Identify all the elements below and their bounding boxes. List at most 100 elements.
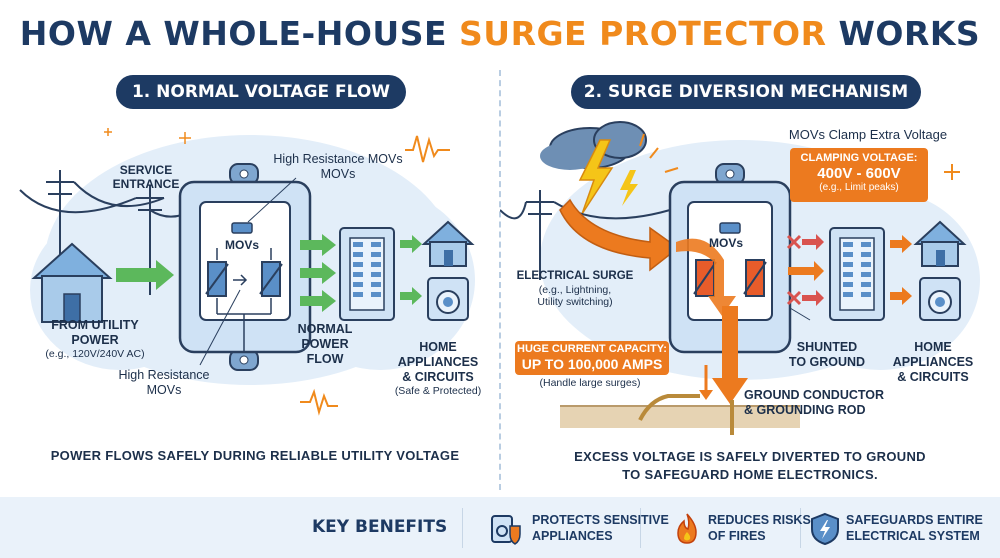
leader-lines (199, 177, 297, 366)
benefits-separator (462, 508, 463, 548)
capacity-arrow (699, 365, 713, 400)
flow-arrows-home-right (890, 235, 912, 305)
mov-blocks-clamping (693, 259, 767, 297)
surge-internal-arrow (676, 238, 736, 316)
mov-block-left (205, 261, 229, 297)
home-left-line-3: & CIRCUITS (402, 370, 474, 384)
home-icon (421, 220, 475, 267)
benefit-3-line-1: SAFEGUARDS ENTIRE (846, 513, 983, 527)
flow-arrow-in (116, 260, 174, 290)
from-utility-line-2: POWER (71, 333, 119, 347)
capacity-label: HUGE CURRENT CAPACITY: (517, 343, 667, 355)
appliance-shield-icon (491, 515, 521, 545)
ground-line-1: GROUND CONDUCTOR (744, 388, 885, 402)
storm-cloud-icon (540, 121, 647, 170)
fire-icon (677, 513, 697, 544)
benefit-2-line-2: OF FIRES (708, 528, 766, 543)
home-left-note: (Safe & Protected) (394, 385, 482, 397)
wave-icon (300, 388, 338, 416)
right-heading: 2. SURGE DIVERSION MECHANISM (571, 75, 921, 109)
house-icon (31, 242, 113, 323)
home-left-line-2: APPLIANCES (397, 355, 479, 369)
breaker-panel-icon (829, 227, 885, 321)
wave-icon (405, 135, 450, 163)
clamp-note: (e.g., Limit peaks) (819, 181, 899, 193)
circuit-wires (216, 248, 272, 352)
shunted-line-2: TO GROUND (788, 355, 866, 369)
mov-block-right (259, 261, 283, 297)
benefit-3-line-2: ELECTRICAL SYSTEM (846, 528, 980, 543)
service-entrance-line-2: ENTRANCE (112, 177, 180, 192)
capacity-value: UP TO 100,000 AMPS (521, 355, 663, 372)
right-caption: EXCESS VOLTAGE IS SAFELY DIVERTED TO GRO… (520, 448, 980, 483)
normal-flow-line-1: NORMAL (297, 322, 353, 336)
home-left-line-1: HOME (419, 340, 457, 354)
label-clamp-title: MOVs Clamp Extra Voltage (788, 127, 948, 142)
benefit-1-line-1: PROTECTS SENSITIVE (532, 513, 669, 527)
surge-note-1: (e.g., Lightning, (538, 283, 612, 296)
benefits-separator (800, 508, 801, 548)
blocked-surge-icon (786, 234, 824, 306)
home-right-line-2: APPLIANCES (892, 355, 974, 369)
clamp-label: CLAMPING VOLTAGE: (800, 152, 918, 164)
home-right-line-1: HOME (914, 340, 952, 354)
lightning-bolt-icon (578, 139, 638, 215)
high-resistance-top-line-2: MOVs (320, 167, 356, 181)
high-resistance-bottom-line-2: MOVs (146, 383, 182, 397)
label-electrical-surge: ELECTRICAL SURGE(e.g., Lightning,Utility… (514, 270, 636, 309)
label-capacity-note: (Handle large surges) (539, 377, 641, 389)
benefit-2-line-1: REDUCES RISKS (708, 513, 811, 527)
surge-arrow (559, 198, 680, 272)
label-movs-left: MOVs (224, 238, 259, 252)
home-icon (913, 220, 967, 267)
flow-arrows-out (300, 234, 336, 312)
shield-bolt-icon (811, 512, 839, 546)
shunted-line-1: SHUNTED (796, 340, 858, 354)
label-ground-conductor: GROUND CONDUCTOR& GROUNDING ROD (744, 388, 894, 418)
service-entrance-line-1: SERVICE (119, 163, 173, 177)
normal-flow-line-2: POWER (301, 337, 349, 351)
washer-icon (427, 277, 469, 321)
benefit-1-line-2: APPLIANCES (532, 528, 613, 543)
left-diagram (19, 128, 475, 416)
benefits-separator (640, 508, 641, 548)
mov-component-icon (231, 222, 253, 234)
spark-lines (639, 133, 960, 180)
right-caption-line-2: TO SAFEGUARD HOME ELECTRONICS. (622, 466, 878, 482)
normal-flow-line-3: FLOW (306, 352, 344, 366)
title-suffix: WORKS (826, 14, 981, 53)
page-title: HOW A WHOLE-HOUSE SURGE PROTECTOR WORKS (0, 14, 1000, 53)
panel-divider (499, 70, 501, 490)
key-benefits-title: KEY BENEFITS (312, 517, 448, 537)
left-caption: POWER FLOWS SAFELY DURING RELIABLE UTILI… (50, 448, 460, 463)
from-utility-note: (e.g., 120V/240V AC) (45, 348, 145, 360)
breaker-panel-icon (339, 227, 395, 321)
left-heading: 1. NORMAL VOLTAGE FLOW (116, 75, 406, 109)
from-utility-line-1: FROM UTILITY (51, 318, 139, 332)
title-prefix: HOW A WHOLE-HOUSE (19, 14, 459, 53)
ground-arrow (712, 306, 748, 404)
home-right-line-3: & CIRCUITS (897, 370, 969, 384)
flow-arrows-home (400, 235, 422, 305)
clamping-voltage-box: CLAMPING VOLTAGE: 400V - 600V (e.g., Lim… (790, 148, 928, 202)
surge-protector-box (178, 163, 312, 371)
ground-line-2: & GROUNDING ROD (744, 403, 866, 417)
surge-line-1: ELECTRICAL SURGE (516, 270, 634, 282)
ground-rod-icon (560, 394, 800, 435)
high-resistance-bottom-line-1: High Resistance (118, 368, 210, 382)
washer-icon (919, 277, 961, 321)
capacity-box: HUGE CURRENT CAPACITY: UP TO 100,000 AMP… (515, 341, 669, 375)
clamp-value: 400V - 600V (817, 164, 901, 182)
title-highlight: SURGE PROTECTOR (459, 14, 827, 53)
leader-line-shunted (789, 307, 811, 321)
